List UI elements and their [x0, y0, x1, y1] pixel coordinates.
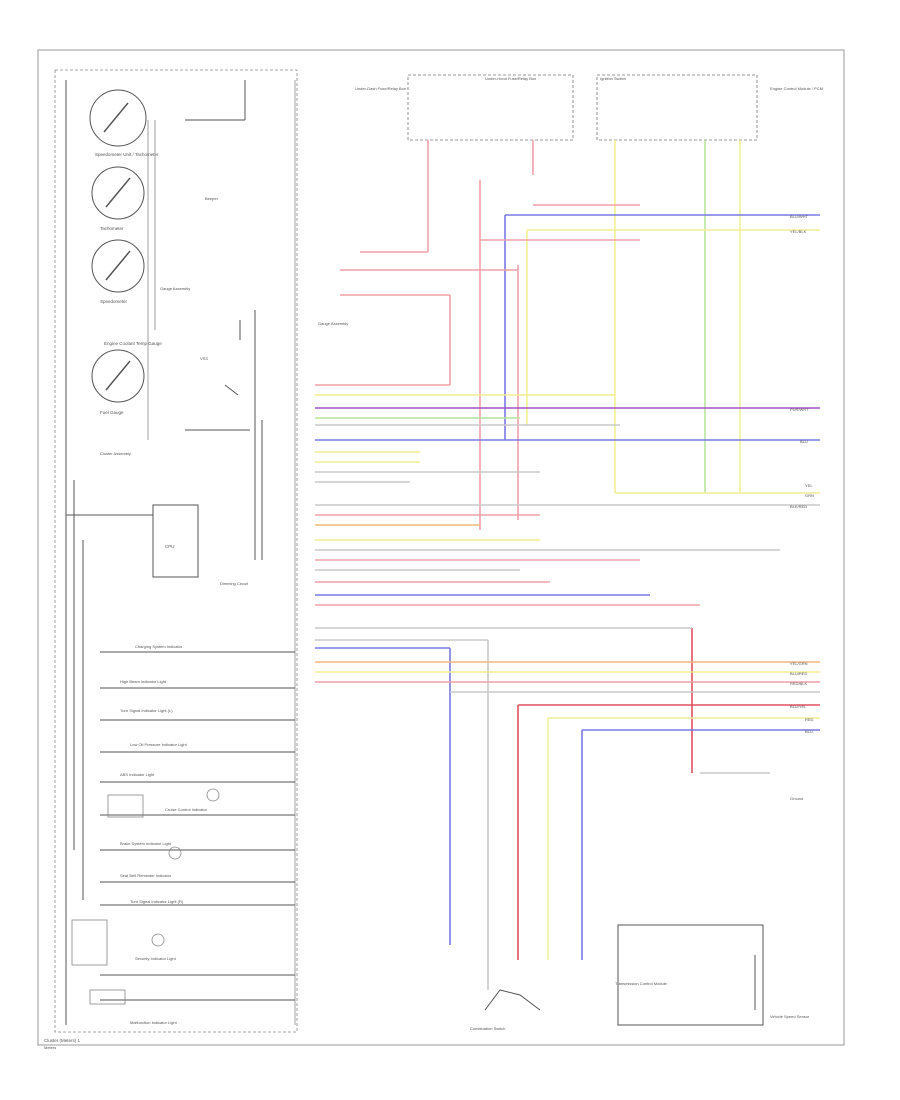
footer-line-2: Meters [44, 1045, 56, 1050]
svg-text:High Beam Indicator Light: High Beam Indicator Light [120, 679, 167, 684]
svg-text:Turn Signal Indicator Light (L: Turn Signal Indicator Light (L) [120, 708, 173, 713]
bottom-components: Transmission Control Module Vehicle Spee… [470, 796, 810, 1031]
beeper-label: Beeper [205, 196, 219, 201]
svg-text:Brake System Indicator Light: Brake System Indicator Light [120, 841, 172, 846]
svg-text:BLU: BLU [805, 729, 813, 734]
gauge-speedometer: Speedometer Unit / Tachometer [89, 89, 159, 157]
svg-text:ABS Indicator Light: ABS Indicator Light [120, 772, 155, 777]
cluster-label: Cluster Assembly [100, 451, 131, 456]
gauge-assembly-text: Gauge Assembly [318, 321, 348, 326]
gauge-label-2: Engine Coolant Temp Gauge [104, 341, 162, 346]
svg-text:Speedometer Unit / Tachometer: Speedometer Unit / Tachometer [95, 152, 159, 157]
svg-text:RED/BLK: RED/BLK [790, 681, 807, 686]
gauge-speed: Speedometer [91, 239, 145, 304]
gauge-fuel: Fuel Gauge [91, 349, 145, 415]
svg-text:Transmission Control Module: Transmission Control Module [615, 981, 668, 986]
gauge-tachometer: Tachometer [91, 166, 145, 231]
svg-text:Ignition Switch: Ignition Switch [600, 76, 626, 81]
svg-text:BLK/RED: BLK/RED [790, 504, 807, 509]
cpu-label: CPU [165, 544, 175, 549]
top-fuse-boxes: Under-Dash Fuse/Relay Box Under-Hood Fus… [355, 74, 823, 141]
svg-text:YEL/BLK: YEL/BLK [790, 229, 807, 234]
horizontal-wires [315, 204, 820, 774]
cluster-internal-switch [185, 310, 263, 560]
svg-text:Vehicle Speed Sensor: Vehicle Speed Sensor [770, 1014, 810, 1019]
svg-text:BLU/WHT: BLU/WHT [790, 214, 809, 219]
svg-text:PUR/WHT: PUR/WHT [790, 407, 809, 412]
left-bus-lines [65, 80, 296, 1025]
footer-line-1: Cluster (Meters) 1 [44, 1038, 81, 1043]
svg-text:Seat Belt Reminder Indicator: Seat Belt Reminder Indicator [120, 873, 172, 878]
svg-text:BLU: BLU [800, 439, 808, 444]
svg-text:Low Oil Pressure Indicator Lig: Low Oil Pressure Indicator Light [130, 742, 188, 747]
indicator-rows: Charging System Indicator High Beam Indi… [71, 644, 295, 1025]
gauge-assy-label: Gauge Assembly [160, 286, 190, 291]
svg-text:Speedometer: Speedometer [100, 299, 128, 304]
svg-text:Fuel Gauge: Fuel Gauge [100, 410, 124, 415]
svg-text:GRN: GRN [805, 493, 814, 498]
svg-text:Charging System Indicator: Charging System Indicator [135, 644, 183, 649]
svg-text:Under-Hood Fuse/Relay Box: Under-Hood Fuse/Relay Box [485, 76, 536, 81]
cluster-panel [54, 69, 298, 1033]
diagram-frame [37, 49, 845, 1046]
svg-text:BLU/YEL: BLU/YEL [790, 704, 807, 709]
svg-text:Cruise Control Indicator: Cruise Control Indicator [165, 807, 208, 812]
svg-text:YEL/GRN: YEL/GRN [790, 661, 808, 666]
svg-text:BLU/RED: BLU/RED [790, 671, 807, 676]
svg-text:Security Indicator Light: Security Indicator Light [135, 956, 177, 961]
svg-text:Tachometer: Tachometer [100, 226, 124, 231]
svg-text:YEL: YEL [805, 483, 813, 488]
cpu-box [152, 504, 199, 578]
right-wire-labels: BLU/WHT YEL/BLK PUR/WHT BLU YEL GRN BLK/… [790, 214, 814, 734]
svg-text:Engine Control Module / PCM: Engine Control Module / PCM [770, 86, 823, 91]
speed-sensor-label: VSS [200, 356, 208, 361]
svg-text:Ground: Ground [790, 796, 803, 801]
svg-text:RED: RED [805, 717, 814, 722]
svg-text:Turn Signal Indicator Light (R: Turn Signal Indicator Light (R) [130, 899, 184, 904]
vertical-wires [427, 140, 741, 990]
dimmer-label: Dimming Circuit [220, 581, 249, 586]
svg-text:Malfunction Indicator Light: Malfunction Indicator Light [130, 1020, 178, 1025]
svg-text:Combination Switch: Combination Switch [470, 1026, 505, 1031]
svg-text:Under-Dash Fuse/Relay Box: Under-Dash Fuse/Relay Box [355, 86, 406, 91]
